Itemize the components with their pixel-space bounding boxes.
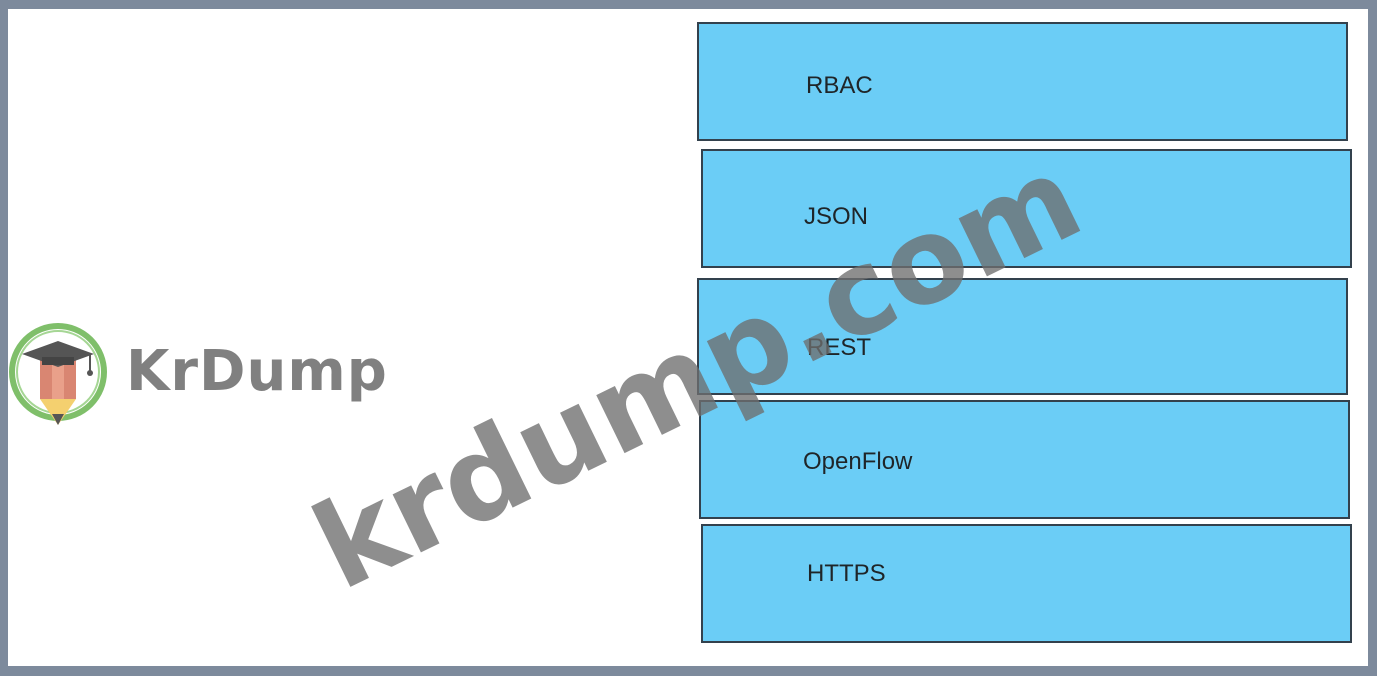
krdump-logo: KrDump xyxy=(8,321,448,426)
option-rbac[interactable]: RBAC xyxy=(697,22,1348,141)
option-openflow[interactable]: OpenFlow xyxy=(699,400,1350,519)
graduation-cap-pencil-icon xyxy=(9,323,107,425)
option-rest[interactable]: REST xyxy=(697,278,1348,395)
option-label-openflow: OpenFlow xyxy=(803,448,913,475)
option-json[interactable]: JSON xyxy=(701,149,1352,268)
option-label-https: HTTPS xyxy=(807,560,886,587)
option-https[interactable]: HTTPS xyxy=(701,524,1352,643)
logo-text: KrDump xyxy=(126,339,388,404)
option-label-json: JSON xyxy=(804,203,869,230)
option-label-rest: REST xyxy=(807,334,872,361)
answer-area: RBAC JSON REST OpenFlow HTTPS xyxy=(8,9,1368,666)
option-label-rbac: RBAC xyxy=(806,72,873,99)
